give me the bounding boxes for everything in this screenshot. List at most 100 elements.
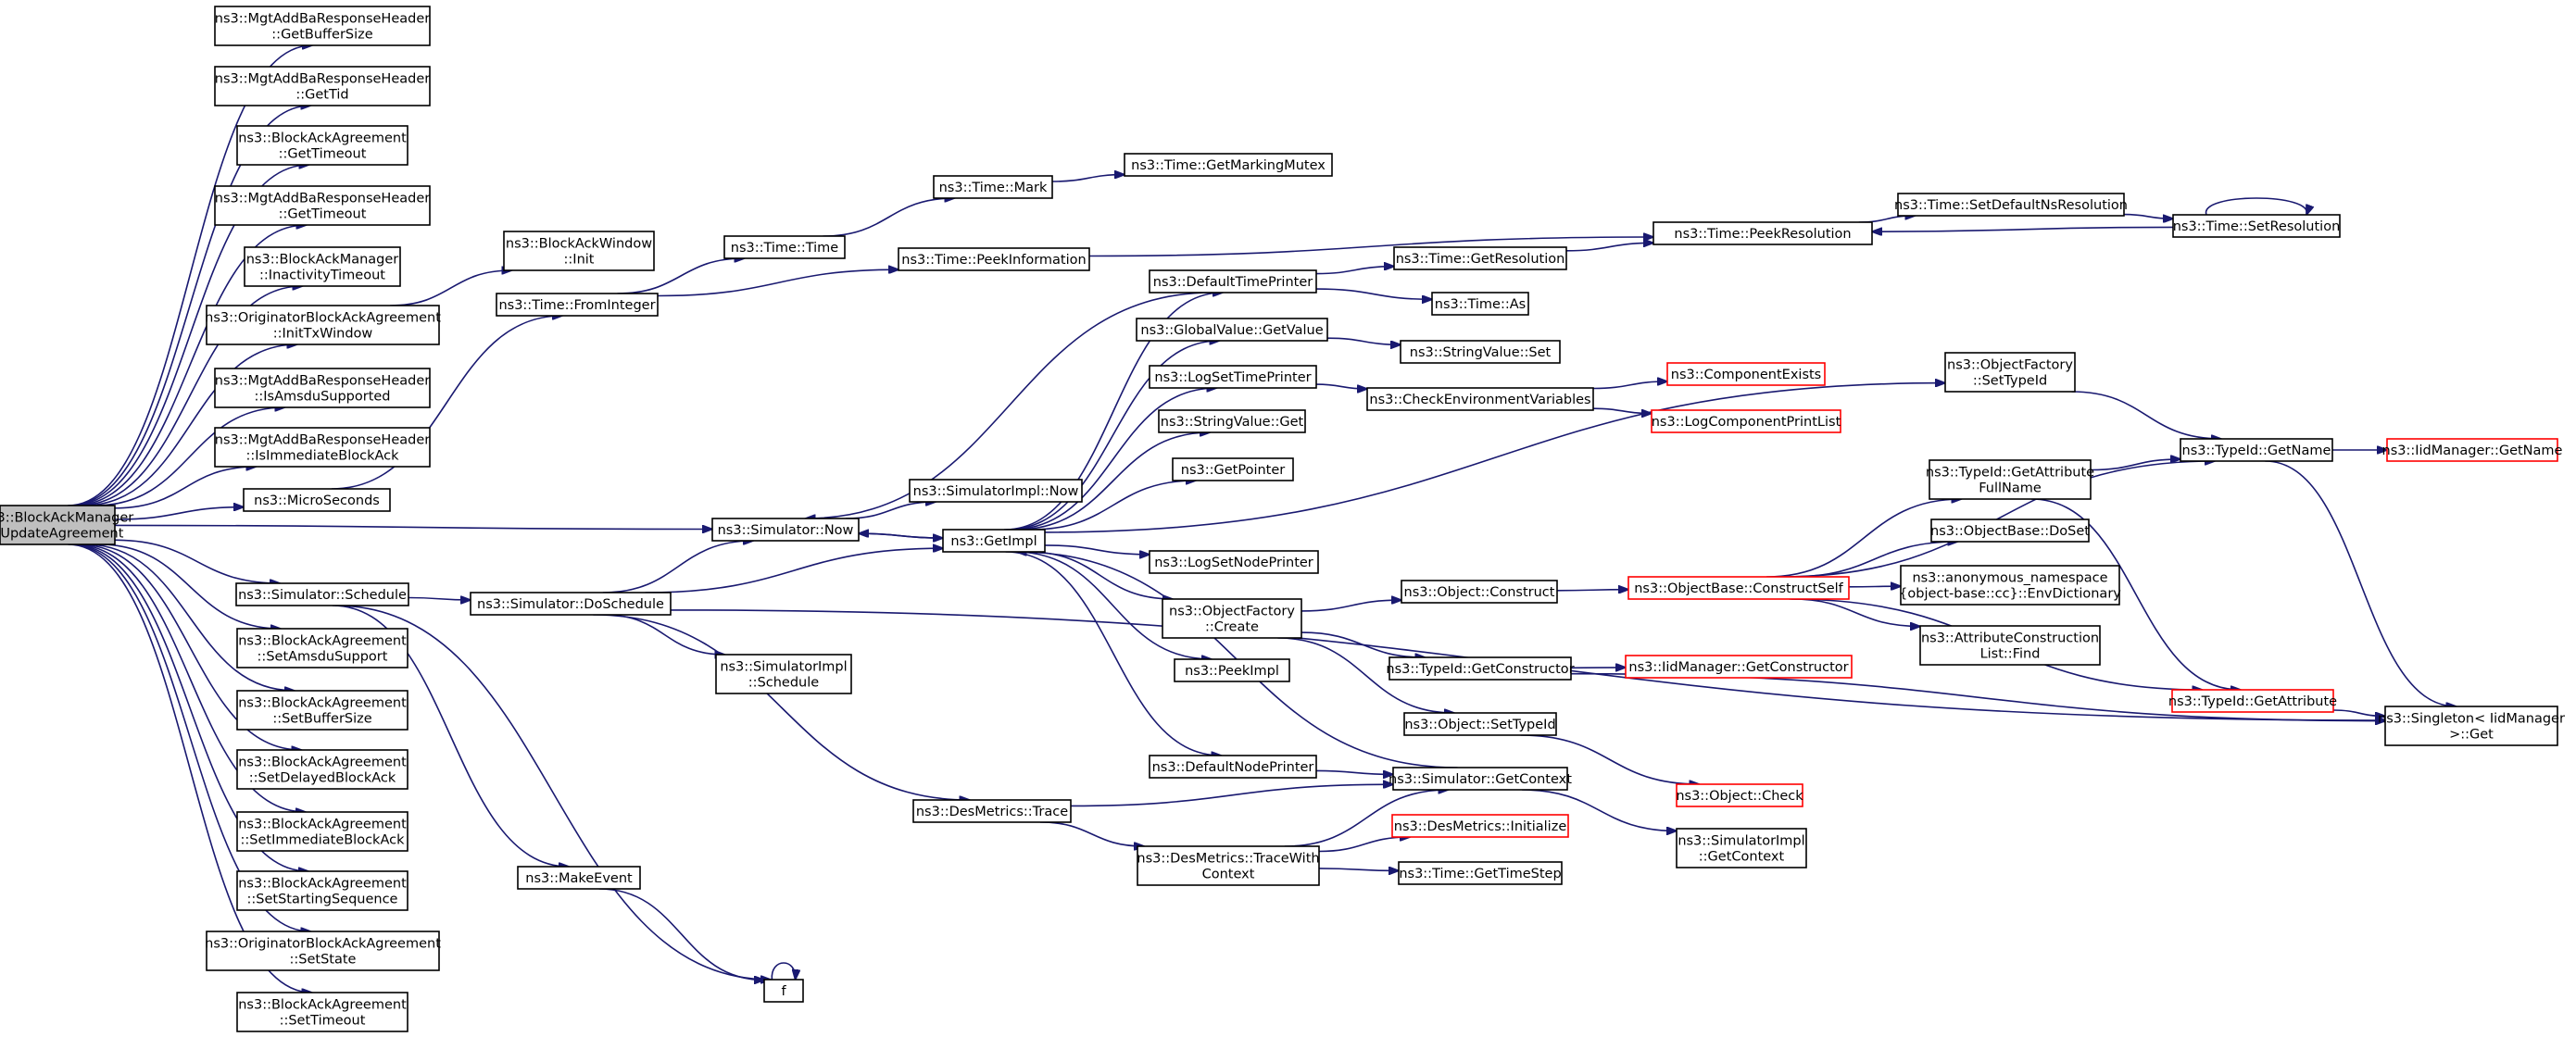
node-simImplNow[interactable]: ns3::SimulatorImpl::Now — [909, 479, 1083, 503]
node-setRes[interactable]: ns3::Time::SetResolution — [2172, 214, 2341, 238]
edge-root-to-baSetImm — [74, 543, 306, 812]
node-setDefaultNs[interactable]: ns3::Time::SetDefaultNsResolution — [1894, 193, 2128, 217]
node-desTrace[interactable]: ns3::DesMetrics::Trace — [912, 799, 1072, 823]
edge-desTraceWith-to-simGetContext — [1284, 790, 1449, 847]
node-label: ::Schedule — [748, 676, 819, 691]
node-getMarkMutex[interactable]: ns3::Time::GetMarkingMutex — [1124, 153, 1333, 177]
node-desInit[interactable]: ns3::DesMetrics::Initialize — [1391, 814, 1569, 838]
node-logSetTime[interactable]: ns3::LogSetTimePrinter — [1149, 365, 1317, 389]
node-timeTime[interactable]: ns3::Time::Time — [723, 235, 846, 259]
node-iidGetName[interactable]: ns3::IidManager::GetName — [2382, 438, 2563, 462]
node-objConstruct[interactable]: ns3::Object::Construct — [1401, 580, 1558, 604]
node-box — [1392, 767, 1568, 791]
node-simSchedule[interactable]: ns3::Simulator::Schedule — [235, 582, 409, 606]
node-iidGetCtor[interactable]: ns3::IidManager::GetConstructor — [1625, 655, 1853, 679]
node-baSetAmsdu[interactable]: ns3::BlockAckAgreement::SetAmsduSupport — [236, 628, 408, 668]
node-label: ns3::LogComponentPrintList — [1652, 415, 1841, 430]
node-defNodePrinter[interactable]: ns3::DefaultNodePrinter — [1149, 755, 1317, 779]
node-peekRes[interactable]: ns3::Time::PeekResolution — [1652, 221, 1873, 245]
node-gvGetValue[interactable]: ns3::GlobalValue::GetValue — [1136, 318, 1328, 342]
node-simImplSched[interactable]: ns3::SimulatorImpl::Schedule — [715, 654, 852, 694]
node-simNow[interactable]: ns3::Simulator::Now — [711, 518, 860, 542]
node-f[interactable]: f — [763, 979, 804, 1003]
node-label: ns3::IidManager::GetConstructor — [1628, 660, 1848, 675]
node-timeGetRes[interactable]: ns3::Time::GetResolution — [1393, 246, 1567, 270]
node-label: ns3::BlockAckAgreement — [238, 818, 407, 832]
node-peekInfo[interactable]: ns3::Time::PeekInformation — [898, 247, 1090, 271]
node-label: ::SetBufferSize — [272, 712, 371, 727]
edge-micro-to-fromInt — [331, 316, 562, 490]
node-singletonGet[interactable]: ns3::Singleton< IidManager >::Get — [2378, 706, 2565, 746]
node-ofCreate[interactable]: ns3::ObjectFactory::Create — [1162, 598, 1302, 639]
node-tidGetCtor[interactable]: ns3::TypeId::GetConstructor — [1386, 656, 1575, 681]
node-bamInactivity[interactable]: ns3::BlockAckManager::InactivityTimeout — [244, 246, 401, 287]
edge-root-to-simSchedule — [114, 539, 280, 583]
node-svSet[interactable]: ns3::StringValue::Set — [1400, 340, 1561, 364]
node-obaInitTx[interactable]: ns3::OriginatorBlockAckAgreement::InitTx… — [205, 305, 441, 345]
node-timeGetStep[interactable]: ns3::Time::GetTimeStep — [1398, 861, 1563, 885]
node-getImpl[interactable]: ns3::GetImpl — [942, 529, 1046, 553]
node-simGetContext[interactable]: ns3::Simulator::GetContext — [1389, 767, 1572, 791]
node-baSetTimeout[interactable]: ns3::BlockAckAgreement::SetTimeout — [236, 992, 408, 1032]
node-box — [236, 628, 408, 668]
node-mgtIsAmsdu[interactable]: ns3::MgtAddBaResponseHeader::IsAmsduSupp… — [214, 368, 431, 408]
node-checkEnv[interactable]: ns3::CheckEnvironmentVariables — [1366, 387, 1594, 411]
node-micro[interactable]: ns3::MicroSeconds — [243, 488, 391, 512]
node-mgtGetBuf[interactable]: ns3::MgtAddBaResponseHeader::GetBufferSi… — [214, 6, 431, 46]
node-obConstructSelf[interactable]: ns3::ObjectBase::ConstructSelf — [1627, 576, 1850, 600]
node-simImplGetCtx[interactable]: ns3::SimulatorImpl::GetContext — [1676, 828, 1807, 868]
node-obDoSet[interactable]: ns3::ObjectBase::DoSet — [1930, 518, 2090, 543]
node-obaSetState[interactable]: ns3::OriginatorBlockAckAgreement::SetSta… — [205, 931, 441, 971]
node-fromInt[interactable]: ns3::Time::FromInteger — [496, 293, 659, 317]
node-compExists[interactable]: ns3::ComponentExists — [1666, 362, 1826, 386]
node-mgtGetTid[interactable]: ns3::MgtAddBaResponseHeader::GetTid — [214, 66, 431, 106]
node-doSchedule[interactable]: ns3::Simulator::DoSchedule — [470, 592, 672, 616]
node-ofSetTypeId[interactable]: ns3::ObjectFactory::SetTypeId — [1944, 352, 2076, 393]
node-baSetImm[interactable]: ns3::BlockAckAgreement::SetImmediateBloc… — [236, 811, 408, 852]
node-bawInit[interactable]: ns3::BlockAckWindow::Init — [503, 231, 655, 271]
node-baSetStart[interactable]: ns3::BlockAckAgreement::SetStartingSeque… — [236, 870, 408, 911]
node-box — [1666, 362, 1826, 386]
node-baSetBuf[interactable]: ns3::BlockAckAgreement::SetBufferSize — [236, 690, 408, 731]
node-tidGetName[interactable]: ns3::TypeId::GetName — [2180, 438, 2333, 462]
edge-makeEvent-to-f — [598, 888, 764, 980]
node-label: ns3::DefaultNodePrinter — [1152, 760, 1314, 775]
node-box — [715, 654, 852, 694]
node-label: ns3::OriginatorBlockAckAgreement — [205, 937, 441, 952]
edge-defTimePrinter-to-timeGetRes — [1315, 267, 1394, 275]
node-label: ns3::DesMetrics::Initialize — [1394, 819, 1567, 834]
node-label: ns3::TypeId::GetConstructor — [1386, 662, 1574, 677]
node-timeMark[interactable]: ns3::Time::Mark — [933, 175, 1053, 199]
node-label: ns3::MgtAddBaResponseHeader — [215, 12, 431, 27]
node-objCheck[interactable]: ns3::Object::Check — [1676, 783, 1803, 807]
node-mgtIsImm[interactable]: ns3::MgtAddBaResponseHeader::IsImmediate… — [214, 427, 431, 468]
node-logSetNode[interactable]: ns3::LogSetNodePrinter — [1149, 550, 1319, 574]
node-label: ns3::MgtAddBaResponseHeader — [215, 374, 431, 389]
node-makeEvent[interactable]: ns3::MakeEvent — [517, 866, 641, 890]
edge-peekRes-to-setDefaultNs — [1858, 216, 1916, 223]
node-baSetDelayed[interactable]: ns3::BlockAckAgreement::SetDelayedBlockA… — [236, 749, 408, 790]
node-label: ns3::SimulatorImpl::Now — [913, 484, 1079, 499]
node-box — [2171, 689, 2334, 713]
edge-obaInitTx-to-bawInit — [390, 270, 511, 306]
edge-root-to-micro — [114, 507, 244, 520]
node-logCompPrint[interactable]: ns3::LogComponentPrintList — [1651, 409, 1841, 433]
edge-root-to-mgtGetTimeout — [73, 225, 306, 506]
node-label: ns3::anonymous_namespace — [1912, 571, 2107, 586]
edge-checkEnv-to-compExists — [1592, 381, 1667, 390]
node-peekImpl[interactable]: ns3::PeekImpl — [1174, 658, 1290, 682]
node-root[interactable]: ns3::BlockAckManager::UpdateAgreement — [0, 505, 133, 545]
node-getPointer[interactable]: ns3::GetPointer — [1172, 457, 1294, 481]
node-box — [1929, 459, 2092, 500]
node-baGetTimeout[interactable]: ns3::BlockAckAgreement::GetTimeout — [236, 125, 408, 166]
node-timeAs[interactable]: ns3::Time::As — [1431, 292, 1529, 316]
node-tidGetAttr[interactable]: ns3::TypeId::GetAttribute — [2168, 689, 2337, 713]
node-mgtGetTimeout[interactable]: ns3::MgtAddBaResponseHeader::GetTimeout — [214, 185, 431, 226]
node-objSetTypeId[interactable]: ns3::Object::SetTypeId — [1403, 712, 1557, 736]
node-svGet[interactable]: ns3::StringValue::Get — [1158, 409, 1306, 433]
node-anonEnvDict[interactable]: ns3::anonymous_namespace{object-base::cc… — [1899, 565, 2121, 606]
node-defTimePrinter[interactable]: ns3::DefaultTimePrinter — [1149, 269, 1317, 294]
